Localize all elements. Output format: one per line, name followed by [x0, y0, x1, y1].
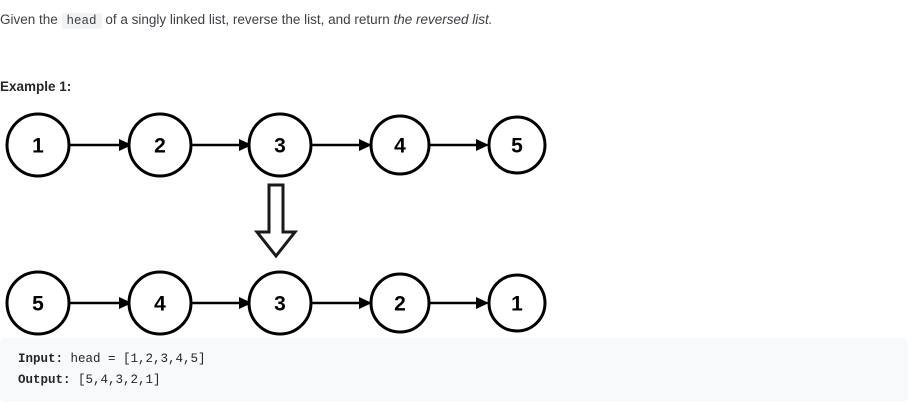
list-arrow-1 [70, 139, 132, 151]
inline-code-head: head [61, 13, 102, 29]
io-output-value: [5,4,3,2,1] [70, 373, 161, 387]
io-input-value: head = [1,2,3,4,5] [63, 352, 206, 366]
list-node-label: 1 [511, 293, 523, 316]
list-node-label: 4 [394, 135, 406, 158]
example-heading: Example 1: [0, 79, 72, 94]
list-node-label: 5 [32, 293, 44, 316]
io-output-key: Output: [18, 373, 71, 387]
problem-text-after: of a singly linked list, reverse the lis… [101, 12, 394, 27]
list-node: 3 [247, 112, 313, 178]
list-node: 5 [5, 270, 71, 336]
list-node-label: 2 [154, 135, 166, 158]
problem-statement: Given the head of a singly linked list, … [0, 10, 900, 31]
list-node: 2 [127, 112, 193, 178]
list-node: 1 [487, 273, 547, 333]
io-input-key: Input: [18, 352, 64, 366]
io-output-line: Output: [5,4,3,2,1] [18, 370, 908, 391]
list-arrow-2 [191, 297, 252, 309]
list-node-label: 4 [154, 293, 166, 316]
example-io-block: Input: head = [1,2,3,4,5] Output: [5,4,3… [0, 338, 908, 402]
list-node: 3 [247, 270, 313, 336]
list-arrow-3 [311, 139, 372, 151]
list-node-label: 2 [394, 293, 406, 316]
down-arrow-icon [253, 183, 299, 259]
linked-list-diagram-after: 5 4 3 2 1 [0, 268, 580, 338]
list-arrow-3 [311, 297, 372, 309]
list-node-label: 1 [32, 135, 44, 158]
list-arrow-1 [70, 297, 132, 309]
list-node: 4 [369, 114, 431, 176]
linked-list-diagram-before: 1 2 3 4 5 [0, 110, 580, 180]
list-arrow-2 [191, 139, 252, 151]
list-arrow-4 [429, 139, 489, 151]
list-node: 5 [487, 115, 547, 175]
transform-down-arrow [252, 182, 300, 260]
list-node-label: 5 [511, 135, 523, 158]
list-node: 2 [369, 272, 431, 334]
list-node: 1 [5, 112, 71, 178]
list-node-label: 3 [274, 135, 286, 158]
list-node-label: 3 [274, 293, 286, 316]
io-input-line: Input: head = [1,2,3,4,5] [18, 349, 908, 370]
problem-emphasis: the reversed list. [393, 12, 493, 27]
problem-text-before: Given the [0, 12, 62, 27]
list-arrow-4 [429, 297, 489, 309]
list-node: 4 [127, 270, 193, 336]
